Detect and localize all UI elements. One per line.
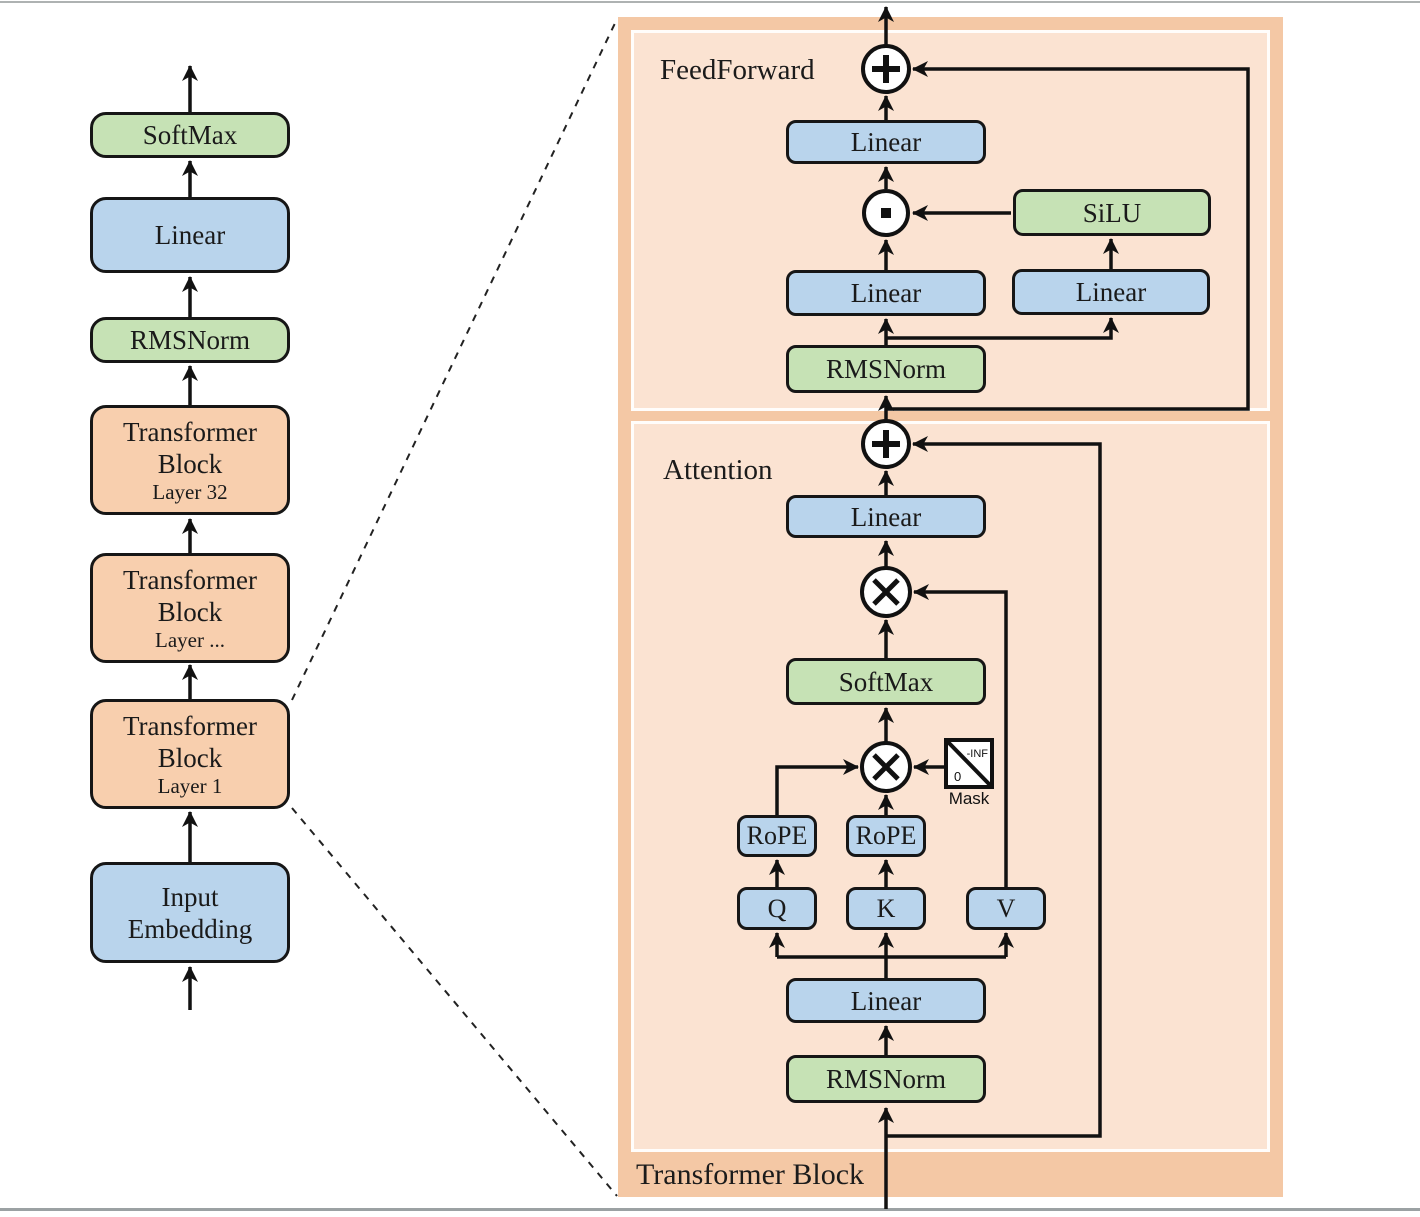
node-attn-linear-out: Linear <box>786 495 986 538</box>
node-rope-q: RoPE <box>737 815 817 857</box>
node-label: K <box>876 893 896 923</box>
node-label: Block <box>157 448 223 479</box>
node-input-embedding: Input Embedding <box>90 862 290 963</box>
node-linear-head: Linear <box>90 197 290 273</box>
node-sublabel: Layer 1 <box>157 773 223 798</box>
node-rmsnorm-final: RMSNorm <box>90 317 290 363</box>
node-label: Input <box>161 881 219 912</box>
feedforward-label: FeedForward <box>660 54 815 86</box>
node-label: SiLU <box>1082 197 1142 228</box>
node-transformer-block-32: Transformer Block Layer 32 <box>90 405 290 515</box>
mask-label: Mask <box>949 789 990 808</box>
node-label: Linear <box>850 127 922 157</box>
node-label: Transformer <box>123 710 257 741</box>
node-label: Linear <box>154 220 226 250</box>
node-label: Linear <box>850 278 922 308</box>
elementwise-multiply-icon <box>862 189 910 237</box>
node-label: Transformer <box>123 564 257 595</box>
matmul-av-icon <box>860 566 912 618</box>
node-ff-linear-out: Linear <box>786 120 986 164</box>
node-label: SoftMax <box>838 666 934 697</box>
mask-neg-inf-label: -INF <box>967 748 989 760</box>
node-attn-linear-qkv: Linear <box>786 978 986 1023</box>
zoom-connector-dashed-lines <box>291 18 618 1197</box>
residual-add-icon-ff <box>861 44 911 94</box>
node-transformer-block-mid: Transformer Block Layer ... <box>90 553 290 663</box>
node-label: Block <box>157 596 223 627</box>
node-label: RMSNorm <box>825 354 947 384</box>
attention-residual-line <box>886 436 1102 1138</box>
mask-zero-label: 0 <box>954 769 961 784</box>
node-label: RMSNorm <box>825 1064 947 1094</box>
matmul-qk-icon <box>860 741 912 793</box>
node-label: Linear <box>850 501 922 532</box>
node-label: RoPE <box>746 821 808 850</box>
screenshot-border-top <box>0 1 1420 3</box>
node-label: SoftMax <box>142 120 238 150</box>
causal-mask-icon: -INF 0 Mask <box>944 738 994 808</box>
node-ff-linear-gate: Linear <box>786 270 986 316</box>
node-label: Block <box>157 742 223 773</box>
feedforward-residual-line <box>886 61 1250 411</box>
transformer-block-label: Transformer Block <box>636 1158 865 1191</box>
node-label: Transformer <box>123 416 257 447</box>
node-label: Q <box>767 893 787 923</box>
node-label: V <box>996 893 1016 923</box>
node-label: RoPE <box>855 821 917 850</box>
attention-label: Attention <box>663 454 773 486</box>
node-ff-rmsnorm: RMSNorm <box>786 345 986 393</box>
node-softmax-head: SoftMax <box>90 112 290 158</box>
node-key: K <box>846 887 926 930</box>
node-attn-rmsnorm: RMSNorm <box>786 1055 986 1103</box>
node-label: Embedding <box>127 913 253 944</box>
screenshot-border-bottom <box>0 1208 1420 1211</box>
node-value: V <box>966 887 1046 930</box>
node-ff-linear-up: Linear <box>1012 269 1210 315</box>
node-ff-silu: SiLU <box>1013 189 1211 236</box>
node-sublabel: Layer ... <box>155 627 225 652</box>
node-rope-k: RoPE <box>846 815 926 857</box>
node-attn-softmax: SoftMax <box>786 658 986 705</box>
node-label: Linear <box>1075 277 1147 307</box>
residual-add-icon-attn <box>861 419 911 469</box>
value-to-matmul-line <box>913 584 1008 887</box>
node-label: RMSNorm <box>129 325 251 355</box>
node-sublabel: Layer 32 <box>152 479 228 504</box>
feedforward-wires <box>878 6 1250 420</box>
attention-wires <box>769 436 1102 1209</box>
node-label: Linear <box>850 985 922 1016</box>
rope-q-to-matmul-line <box>775 759 859 815</box>
node-transformer-block-1: Transformer Block Layer 1 <box>90 699 290 809</box>
node-query: Q <box>737 887 817 930</box>
